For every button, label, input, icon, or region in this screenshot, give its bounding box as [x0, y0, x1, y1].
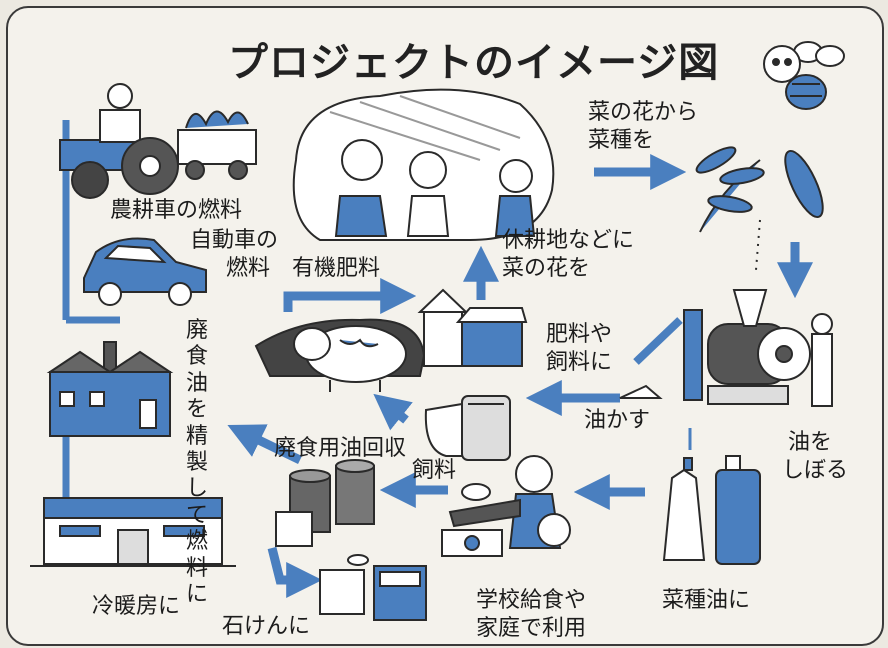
label-rapeseed-oil: 菜種油に [662, 588, 751, 613]
label-from-flower-line1: 菜の花から [588, 100, 699, 125]
farmers-icon [292, 88, 555, 241]
factory-icon [46, 341, 174, 437]
oil-press-icon [619, 289, 833, 407]
label-waste-oil: 廃食用油回収 [274, 436, 407, 461]
label-fertilizer-feed-line2: 飼料に [546, 350, 613, 375]
car-icon [83, 237, 207, 306]
oil-bottles-icon [662, 428, 761, 565]
label-fallow-line2: 菜の花を [502, 256, 591, 281]
label-oil-cake: 油かす [584, 408, 651, 433]
label-school-line1: 学校給食や [476, 588, 587, 613]
building-icon [30, 497, 236, 567]
barn-icon [417, 288, 528, 367]
diagram-title: プロジェクトのイメージ図 [228, 40, 720, 86]
label-fallow-line1: 休耕地などに [502, 228, 635, 253]
oil-drums-icon [275, 459, 375, 547]
label-car-fuel-line2: 燃料 [226, 256, 271, 281]
label-press-line2: しぼる [782, 458, 849, 483]
label-fertilizer-feed-line1: 肥料や [546, 322, 613, 347]
label-heating: 冷暖房に [92, 594, 181, 619]
feed-bags-icon [424, 395, 511, 461]
cow-icon [254, 318, 426, 392]
label-press-line1: 油を [788, 430, 833, 455]
tractor-icon [59, 83, 257, 199]
bee-icon [763, 41, 845, 110]
label-feed: 飼料 [412, 458, 457, 483]
label-soap: 石けんに [222, 614, 311, 639]
label-refine-vertical: 廃食油を精製して燃料に [185, 318, 208, 607]
label-from-flower-line2: 菜種を [588, 128, 655, 153]
label-tractor-fuel: 農耕車の燃料 [110, 198, 243, 223]
label-organic-fertilizer: 有機肥料 [292, 256, 381, 281]
flow-arrows [227, 154, 813, 598]
cooking-family-icon [441, 455, 571, 557]
label-car-fuel-line1: 自動車の [190, 228, 279, 253]
rapeseed-icon [695, 146, 824, 271]
label-school-line2: 家庭で利用 [476, 616, 587, 641]
soap-icon [319, 554, 427, 621]
